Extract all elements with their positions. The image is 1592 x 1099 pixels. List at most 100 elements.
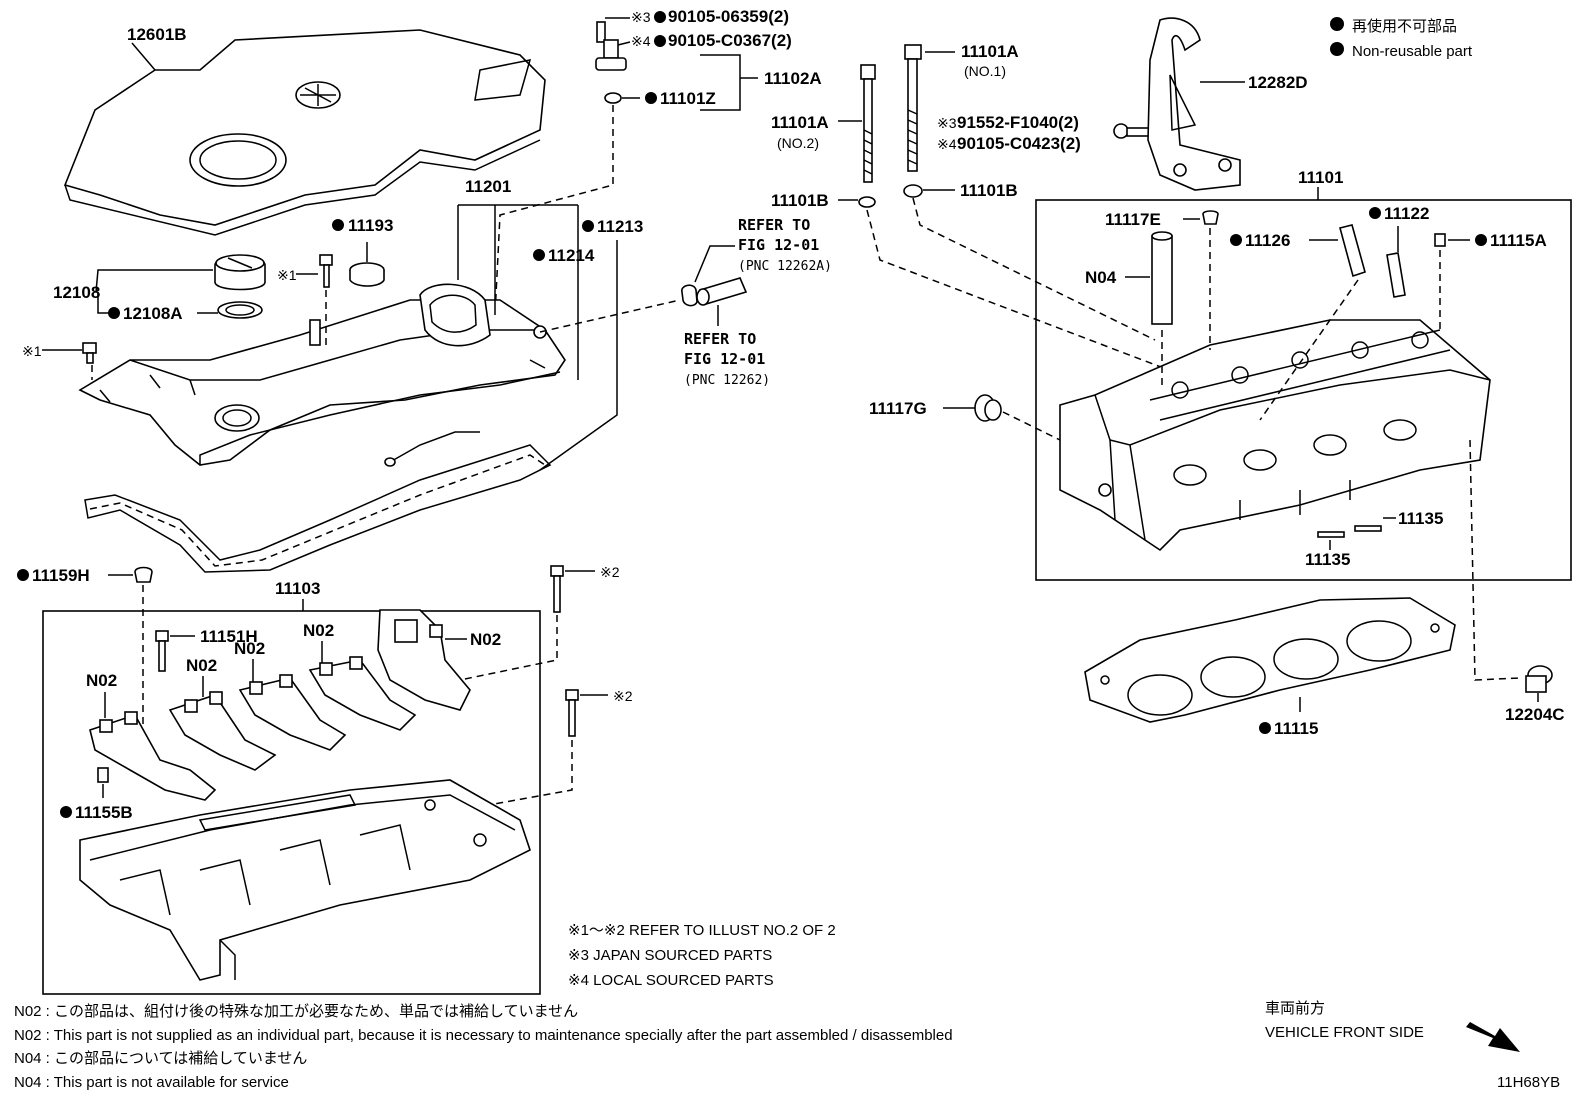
label-star3-b: ※3 — [937, 115, 957, 131]
label-11117E: 11117E — [1105, 210, 1161, 229]
pin-11135-icon — [1317, 531, 1345, 538]
label-11101A-no1: 11101A — [961, 42, 1019, 61]
sensor-bolt-illustration — [595, 17, 758, 111]
oil-filler-cap-illustration — [214, 254, 266, 319]
label-11213: 11213 — [597, 217, 643, 236]
head-bolt-no1-illustration — [904, 44, 922, 172]
note-star1-2: ※1～※2 REFER TO ILLUST NO.2 OF 2 — [568, 922, 836, 939]
non-reusable-dot-icon — [1330, 42, 1344, 56]
cover-gasket-illustration — [84, 444, 552, 573]
non-reusable-dot-icon — [332, 219, 344, 231]
label-11101B-right: 11101B — [960, 181, 1018, 200]
label-11101A-no2: 11101A — [771, 113, 829, 132]
bracket-bolt-icon — [1113, 123, 1150, 139]
label-12204C: 12204C — [1505, 705, 1565, 724]
plug-11117E-icon — [1202, 210, 1219, 225]
label-11103: 11103 — [275, 579, 320, 598]
label-90105-C0367: 90105-C0367(2) — [668, 31, 792, 50]
non-reusable-dot-icon — [1259, 722, 1271, 734]
washer-icon — [858, 196, 876, 208]
label-11102A: 11102A — [764, 69, 822, 88]
note-N02-jp: N02 : この部品は、組付け後の特殊な加工が必要なため、単品では補給していませ… — [14, 1003, 578, 1020]
plug-11159H-icon — [134, 566, 153, 583]
bolt-icon — [550, 565, 564, 613]
refer2-line3: (PNC 12262) — [684, 373, 770, 388]
label-star1-a: ※1 — [277, 267, 297, 283]
non-reusable-dot-icon — [1369, 207, 1381, 219]
label-no1: (NO.1) — [964, 63, 1006, 79]
label-12108: 12108 — [53, 283, 100, 302]
refer2-line2: FIG 12-01 — [684, 350, 765, 368]
refer1-line3: (PNC 12262A) — [738, 259, 832, 274]
label-11115: 11115 — [1274, 719, 1318, 738]
non-reusable-dot-icon — [645, 92, 657, 104]
label-11101Z: 11101Z — [660, 89, 716, 108]
refer1-line2: FIG 12-01 — [738, 236, 819, 254]
camshaft-housing-illustration — [79, 779, 531, 981]
label-N02-d: N02 — [303, 621, 334, 640]
head-gasket-illustration — [1084, 597, 1456, 723]
non-reusable-dot-icon — [1475, 234, 1487, 246]
brand-emblem-icon — [295, 81, 341, 109]
bearing-cap-illustration — [308, 656, 417, 731]
label-star2-a: ※2 — [600, 564, 620, 580]
bearing-cap-illustration — [168, 691, 277, 771]
note-N02-en: N02 : This part is not supplied as an in… — [14, 1027, 953, 1044]
label-11126: 11126 — [1245, 231, 1290, 250]
figure-code: 11H68YB — [1497, 1074, 1560, 1091]
cylinder-head-group-box — [1035, 199, 1572, 581]
direction-jp: 車両前方 — [1265, 1000, 1325, 1017]
bolt-icon — [565, 689, 579, 737]
bearing-cap-illustration — [238, 674, 347, 751]
non-reusable-dot-icon — [60, 806, 72, 818]
label-90105-06359: 90105-06359(2) — [668, 7, 789, 26]
bearing-cap-illustration — [377, 609, 471, 711]
plug-11117G-icon — [974, 394, 1002, 422]
label-11159H: 11159H — [32, 566, 90, 585]
note-N04-jp: N04 : この部品については補給していません — [14, 1050, 307, 1067]
label-11201: 11201 — [465, 177, 511, 196]
non-reusable-dot-icon — [654, 35, 666, 47]
label-star4-a: ※4 — [631, 33, 651, 49]
non-reusable-dot-icon — [1230, 234, 1242, 246]
non-reusable-dot-icon — [654, 11, 666, 23]
label-12108A: 12108A — [123, 304, 183, 323]
label-11101B-left: 11101B — [771, 191, 829, 210]
label-90105-C0423: 90105-C0423(2) — [957, 134, 1081, 153]
pin-11135-icon — [1354, 525, 1382, 532]
bolt-icon — [82, 342, 97, 364]
valve-guide-11126-icon — [1339, 224, 1366, 278]
bolt-icon — [319, 254, 333, 288]
non-reusable-dot-icon — [582, 220, 594, 232]
label-11135-a: 11135 — [1398, 509, 1443, 528]
label-N04: N04 — [1085, 268, 1117, 287]
refer2-line1: REFER TO — [684, 330, 756, 348]
label-12282D: 12282D — [1248, 73, 1308, 92]
label-11135-b: 11135 — [1305, 550, 1350, 569]
camshaft-housing-group-box — [42, 610, 541, 995]
label-N02-b: N02 — [186, 656, 217, 675]
label-11115A: 11115A — [1490, 231, 1547, 250]
note-N04-en: N04 : This part is not available for ser… — [14, 1074, 289, 1091]
sensor-12204C-icon — [1525, 665, 1553, 693]
label-11117G: 11117G — [869, 399, 927, 418]
pin-11115A-icon — [1434, 233, 1446, 247]
pin-11122-icon — [1386, 252, 1406, 298]
label-11122: 11122 — [1384, 204, 1429, 223]
label-11151H: 11151H — [200, 627, 258, 646]
label-91552-F1040: 91552-F1040(2) — [957, 113, 1079, 132]
label-star4-b: ※4 — [937, 136, 957, 152]
label-star2-b: ※2 — [613, 688, 633, 704]
cylinder-head-cover-illustration — [78, 283, 566, 466]
legend-jp: 再使用不可部品 — [1352, 18, 1457, 35]
label-11155B: 11155B — [75, 803, 133, 822]
non-reusable-dot-icon — [108, 307, 120, 319]
legend-en: Non-reusable part — [1352, 43, 1473, 60]
cylinder-head-illustration — [1059, 319, 1491, 552]
engine-hanger-bracket-illustration — [1147, 17, 1241, 191]
pin-11155B-icon — [97, 767, 109, 783]
label-11193: 11193 — [348, 216, 393, 235]
direction-en: VEHICLE FRONT SIDE — [1265, 1024, 1424, 1041]
label-star1-b: ※1 — [22, 343, 42, 359]
